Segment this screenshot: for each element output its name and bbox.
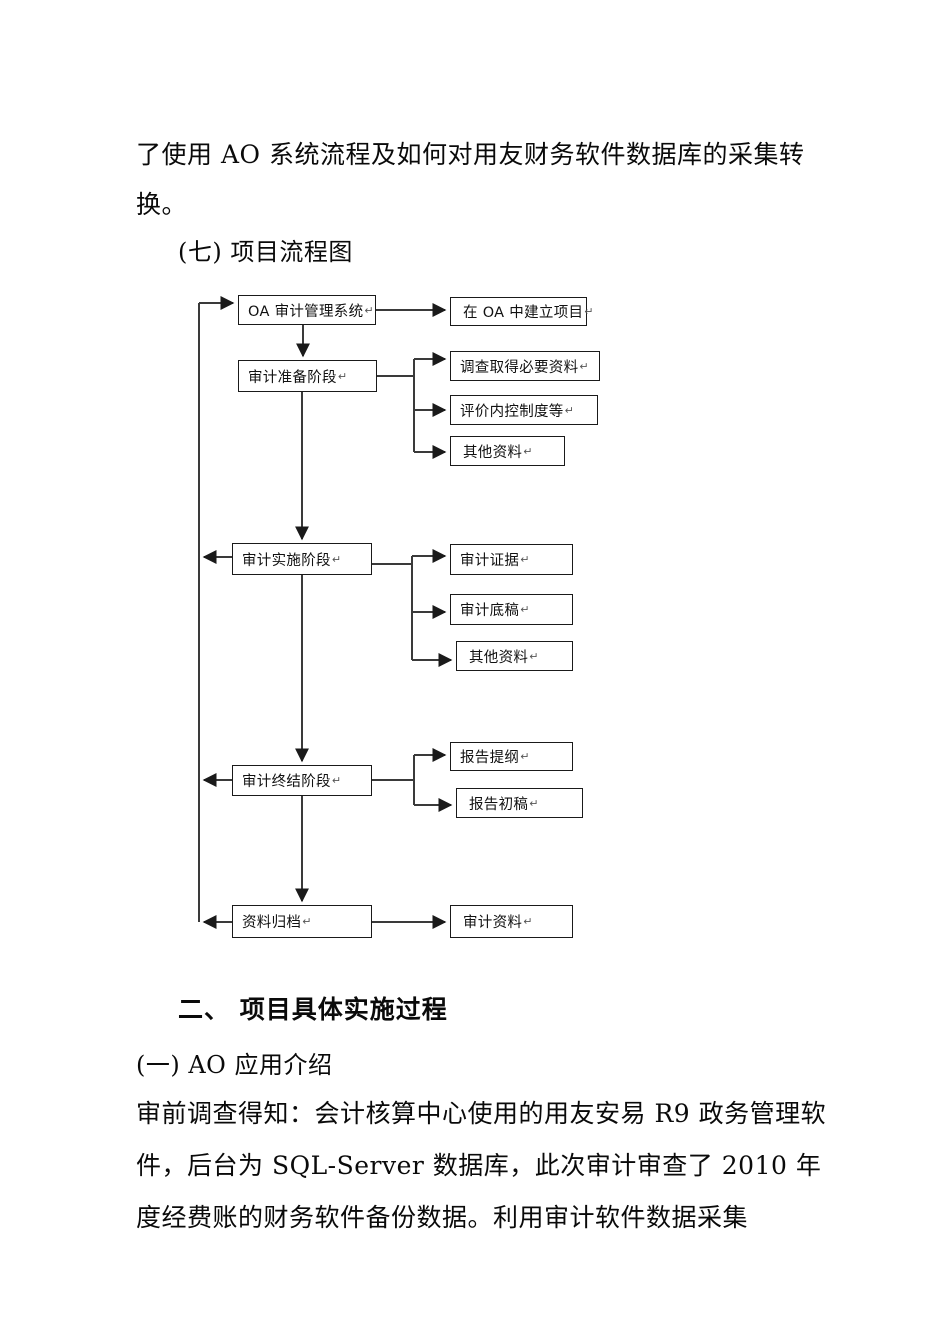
pilcrow-mark: ↵	[529, 649, 539, 663]
node-label: 评价内控制度等	[460, 403, 564, 420]
flowchart-node-archive[interactable]: 资料归档↵	[232, 905, 372, 938]
node-label: 资料归档	[242, 915, 302, 931]
flowchart-node-report-outline[interactable]: 报告提纲↵	[450, 742, 573, 771]
pilcrow-mark: ↵	[364, 303, 374, 317]
flowchart-node-create-project[interactable]: 在 OA 中建立项目↵	[450, 297, 594, 326]
node-label: 审计资料	[463, 915, 523, 931]
flowchart-node-oa-system[interactable]: OA 审计管理系统↵	[238, 295, 376, 325]
section-heading-seven: (七) 项目流程图	[178, 238, 353, 266]
flowchart-node-audit-evidence[interactable]: 审计证据↵	[450, 544, 573, 575]
flowchart-node-survey-materials[interactable]: 调查取得必要资料↵	[450, 351, 600, 381]
pilcrow-mark: ↵	[520, 603, 530, 616]
pilcrow-mark: ↵	[331, 552, 342, 566]
node-label: 其他资料	[463, 444, 523, 461]
pilcrow-mark: ↵	[337, 369, 348, 383]
node-label: 调查取得必要资料	[460, 359, 579, 376]
flowchart-node-evaluate-control[interactable]: 评价内控制度等↵	[450, 395, 598, 425]
node-label: 审计底稿	[460, 603, 520, 619]
flowchart-node-final-stage[interactable]: 审计终结阶段↵	[232, 765, 372, 796]
node-label: 审计证据	[460, 553, 520, 569]
node-label: 在 OA 中建立项目	[463, 305, 584, 321]
subsection-heading-one: (一) AO 应用介绍	[136, 1051, 333, 1079]
pilcrow-mark: ↵	[302, 915, 312, 928]
node-label: 报告初稿	[469, 796, 529, 813]
flowchart-node-prep-stage[interactable]: 审计准备阶段↵	[238, 360, 377, 392]
section-heading-two: 二、 项目具体实施过程	[178, 995, 448, 1024]
flowchart-node-audit-draft[interactable]: 审计底稿↵	[450, 594, 573, 625]
pilcrow-mark: ↵	[579, 359, 589, 373]
pilcrow-mark: ↵	[523, 444, 533, 458]
flowchart-node-impl-stage[interactable]: 审计实施阶段↵	[232, 543, 372, 575]
node-label: 审计实施阶段	[242, 552, 331, 569]
flowchart-node-other-materials-2[interactable]: 其他资料↵	[456, 641, 573, 671]
pilcrow-mark: ↵	[523, 915, 533, 928]
node-label: 审计准备阶段	[248, 369, 337, 386]
pilcrow-mark: ↵	[520, 553, 530, 566]
pilcrow-mark: ↵	[331, 774, 342, 787]
flowchart-node-other-materials-1[interactable]: 其他资料↵	[450, 436, 565, 466]
paragraph-top: 了使用 AO 系统流程及如何对用友财务软件数据库的采集转换。	[136, 140, 805, 219]
pilcrow-mark: ↵	[584, 305, 594, 318]
node-label: 审计终结阶段	[242, 774, 331, 790]
flowchart-node-report-draft[interactable]: 报告初稿↵	[456, 788, 583, 818]
pilcrow-mark: ↵	[529, 796, 539, 810]
connector-lines	[198, 296, 453, 929]
pilcrow-mark: ↵	[520, 750, 530, 763]
node-label: OA 审计管理系统	[248, 303, 364, 320]
node-label: 报告提纲	[460, 750, 520, 766]
node-label: 其他资料	[469, 649, 529, 666]
paragraph-bottom: 审前调查得知：会计核算中心使用的用友安易 R9 政务管理软件，后台为 SQL-S…	[136, 1099, 827, 1232]
pilcrow-mark: ↵	[564, 403, 575, 417]
flowchart-node-audit-materials[interactable]: 审计资料↵	[450, 905, 573, 938]
